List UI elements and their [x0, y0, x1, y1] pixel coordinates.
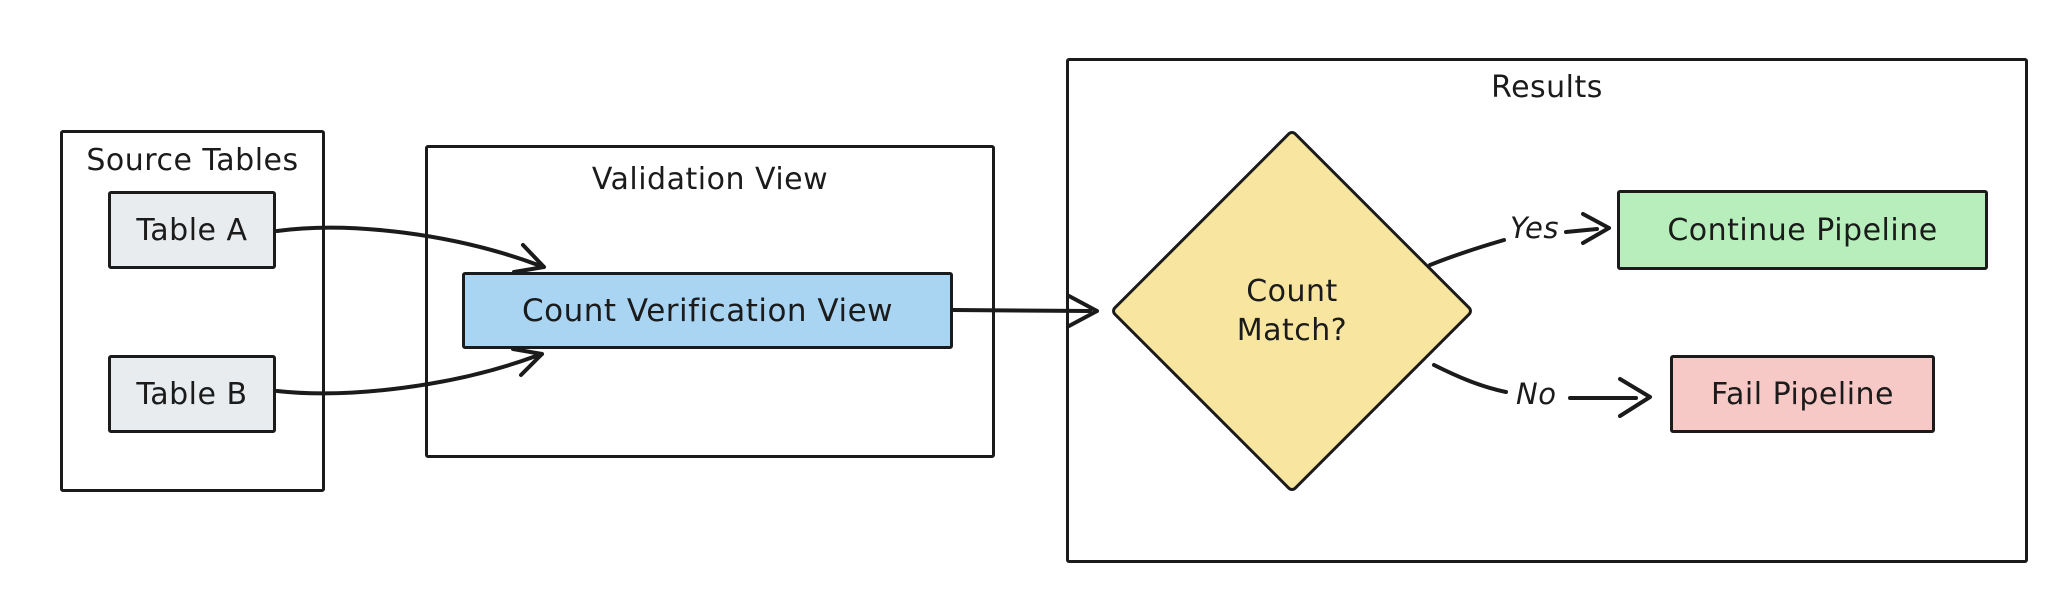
node-fail-pipeline-label: Fail Pipeline	[1711, 376, 1894, 412]
node-table-a-label: Table A	[136, 212, 248, 248]
validation-view-title: Validation View	[591, 162, 829, 197]
node-count-verification-view: Count Verification View	[462, 272, 953, 349]
source-tables-container: Source Tables	[60, 130, 325, 492]
decision-count-match: Count Match?	[1109, 128, 1475, 494]
source-tables-title: Source Tables	[86, 143, 299, 178]
node-table-b-label: Table B	[136, 376, 248, 412]
node-table-b: Table B	[108, 355, 276, 433]
decision-count-match-label: Count Match?	[1236, 274, 1348, 348]
edge-label-no: No	[1516, 377, 1557, 411]
node-fail-pipeline: Fail Pipeline	[1670, 355, 1935, 433]
node-count-verification-view-label: Count Verification View	[521, 292, 893, 329]
edge-label-yes: Yes	[1510, 211, 1559, 245]
results-title: Results	[1491, 70, 1603, 105]
node-table-a: Table A	[108, 191, 276, 269]
node-continue-pipeline-label: Continue Pipeline	[1667, 212, 1938, 248]
node-continue-pipeline: Continue Pipeline	[1617, 190, 1988, 270]
